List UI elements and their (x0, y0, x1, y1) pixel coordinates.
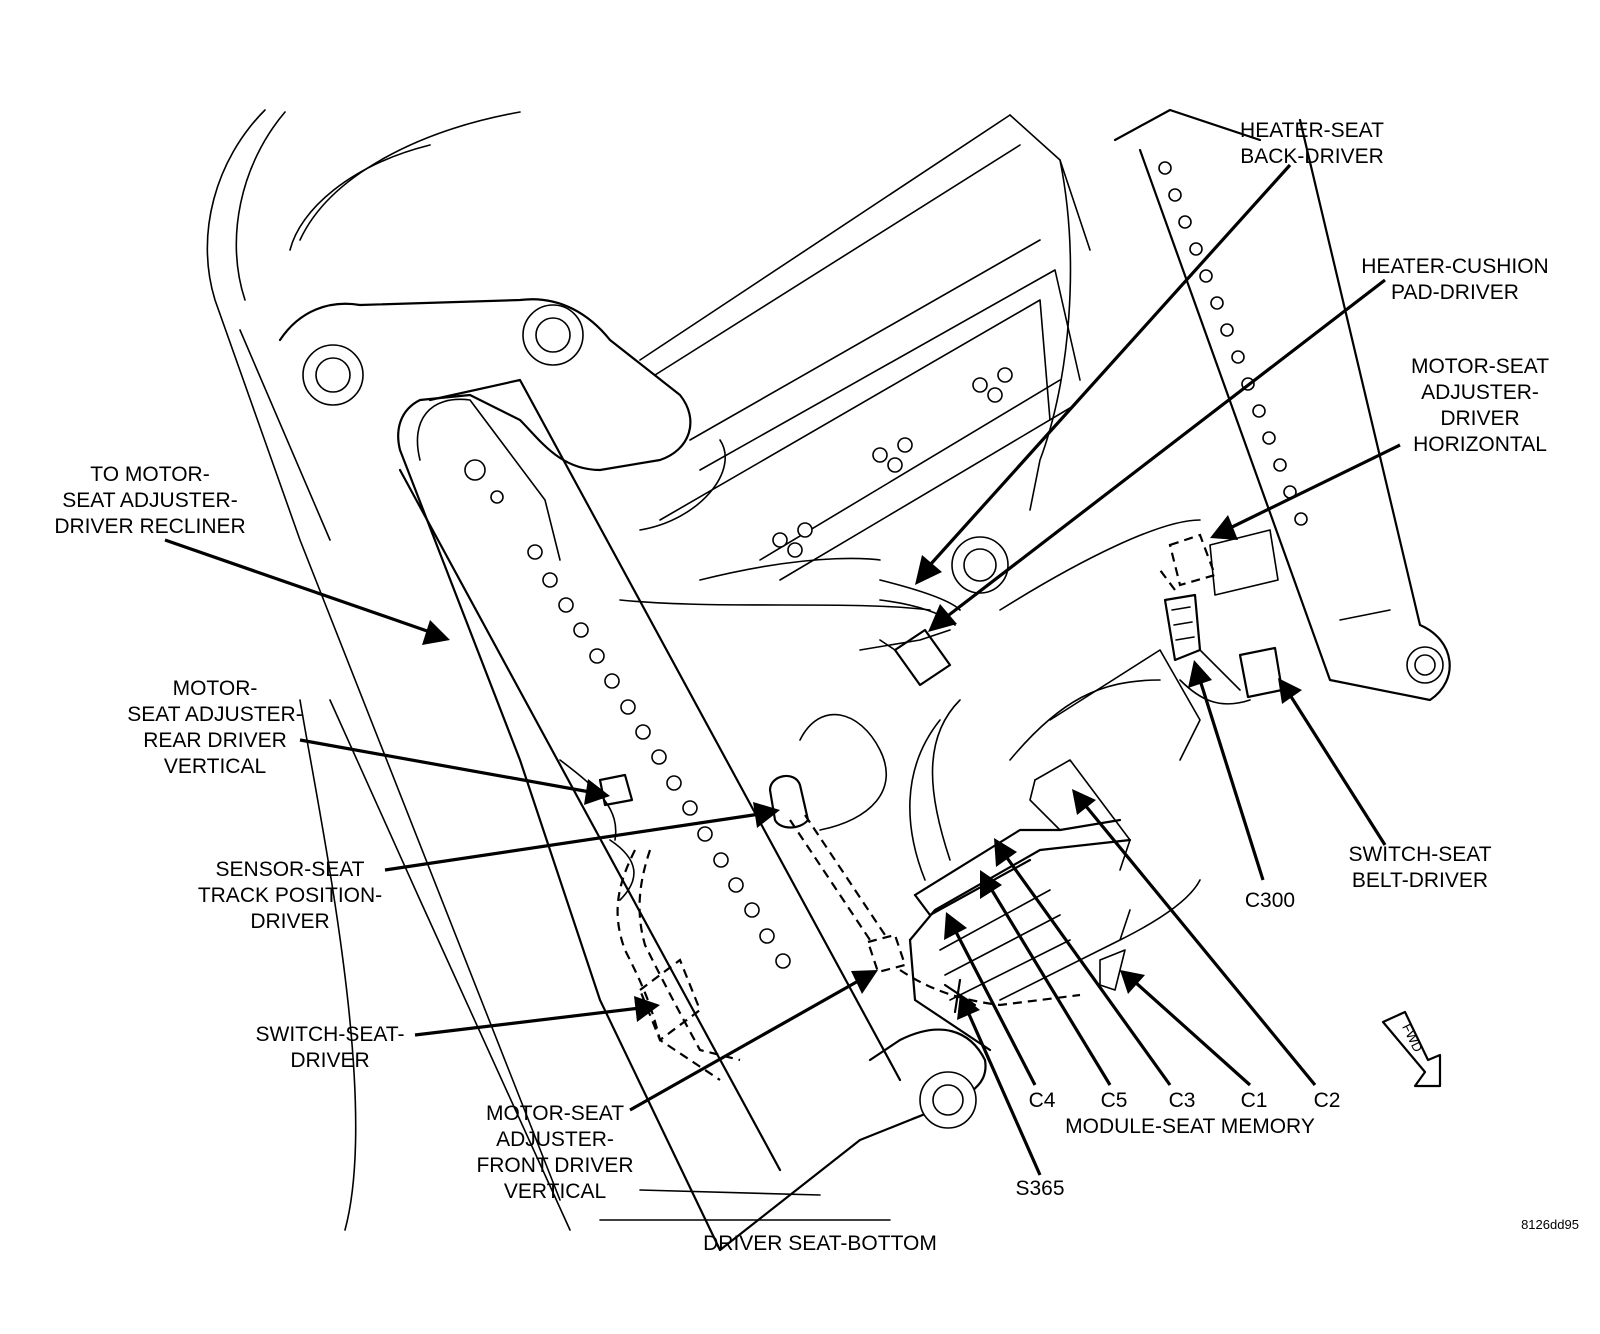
hidden-wiring-dashed (616, 533, 1217, 1081)
label-motor-seat-adjuster-horizontal: MOTOR-SEAT ADJUSTER- DRIVER HORIZONTAL (1410, 355, 1550, 456)
connectors (598, 529, 1284, 829)
fwd-arrow (1381, 1010, 1442, 1088)
label-heater-seat-back-driver: HEATER-SEAT BACK-DRIVER (1240, 119, 1384, 168)
label-sensor-seat-track-position: SENSOR-SEAT TRACK POSITION- DRIVER (197, 858, 383, 933)
label-switch-seat-driver: SWITCH-SEAT- DRIVER (255, 1023, 405, 1072)
wiring-harness (559, 159, 1251, 901)
label-motor-front-driver-vertical: MOTOR-SEAT ADJUSTER- FRONT DRIVER VERTIC… (476, 1102, 634, 1203)
leader-lines (164, 163, 1401, 1176)
label-to-motor-recliner: TO MOTOR- SEAT ADJUSTER- DRIVER RECLINER (54, 463, 246, 538)
label-switch-seat-belt-driver: SWITCH-SEAT BELT-DRIVER (1348, 843, 1492, 892)
s365-splice-mark (943, 978, 977, 1014)
label-c4: C4 (1028, 1089, 1056, 1112)
label-s365: S365 (1015, 1177, 1065, 1200)
label-motor-rear-driver-vertical: MOTOR- SEAT ADJUSTER- REAR DRIVER VERTIC… (127, 677, 303, 778)
label-c300: C300 (1244, 889, 1296, 912)
label-module-seat-memory: MODULE-SEAT MEMORY (1065, 1115, 1315, 1138)
label-heater-cushion-pad-driver: HEATER-CUSHION PAD-DRIVER (1361, 255, 1549, 304)
figure-code: 8126dd95 (1521, 1217, 1579, 1232)
label-c3: C3 (1168, 1089, 1196, 1112)
label-c2: C2 (1313, 1089, 1341, 1112)
seat-pan (639, 114, 1091, 594)
recliner-bracket (278, 298, 987, 1252)
seat-frame-outline (206, 109, 891, 1231)
seat-track-rail (398, 378, 902, 1172)
label-c5: C5 (1100, 1089, 1128, 1112)
diagram-caption: DRIVER SEAT-BOTTOM (703, 1232, 937, 1255)
label-c1: C1 (1240, 1089, 1268, 1112)
